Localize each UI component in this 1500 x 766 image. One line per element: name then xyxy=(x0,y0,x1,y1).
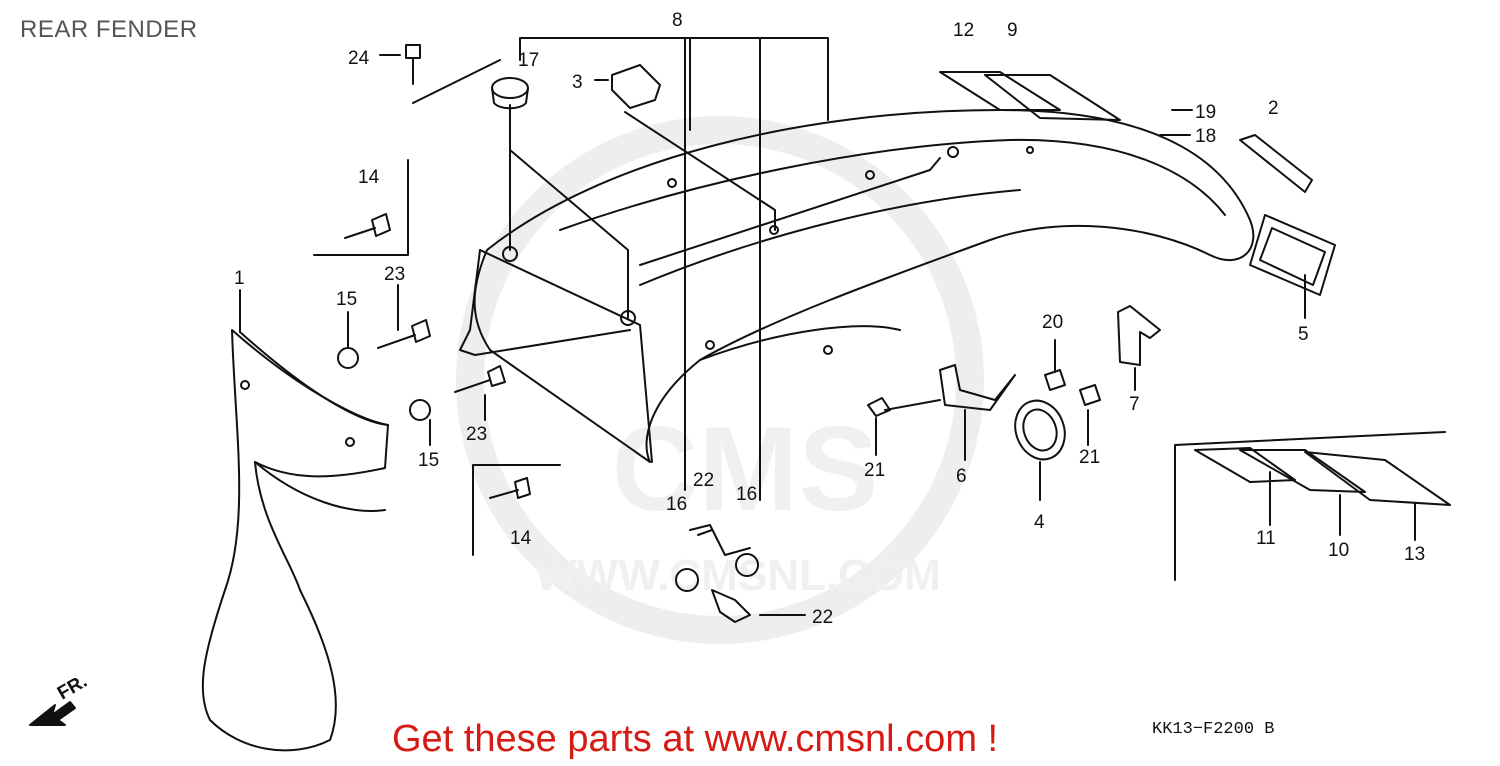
callout: 9 xyxy=(1007,20,1018,41)
callout: 20 xyxy=(1042,312,1063,333)
callout: 15 xyxy=(336,289,357,310)
callout: 23 xyxy=(384,264,405,285)
front-label: FR. xyxy=(54,671,91,704)
rubber-pad xyxy=(1249,214,1336,296)
callout: 16 xyxy=(736,484,757,505)
diagram-code: KK13−F2200 B xyxy=(1152,720,1275,739)
callout: 22 xyxy=(812,607,833,628)
callout: 3 xyxy=(572,72,583,93)
callout: 15 xyxy=(418,450,439,471)
grommet xyxy=(491,77,529,99)
callout: 7 xyxy=(1129,394,1140,415)
callout: 13 xyxy=(1404,544,1425,565)
callout: 4 xyxy=(1034,512,1045,533)
lower-stripes xyxy=(1194,447,1296,483)
callout: 21 xyxy=(864,460,885,481)
callout: 18 xyxy=(1195,126,1216,147)
callout-numbers: 1 2 3 4 5 6 7 8 9 10 11 12 13 14 14 15 1… xyxy=(54,10,1425,704)
callout: 22 xyxy=(693,470,714,491)
callout: 19 xyxy=(1195,102,1216,123)
callout: 17 xyxy=(518,50,539,71)
callout: 12 xyxy=(953,20,974,41)
reflector xyxy=(1014,399,1066,461)
callout: 21 xyxy=(1079,447,1100,468)
bracket xyxy=(1117,305,1161,366)
promo-banner[interactable]: Get these parts at www.cmsnl.com ! xyxy=(392,718,999,760)
front-arrow xyxy=(29,701,76,726)
reflector-stay xyxy=(939,364,1016,411)
diagram-title: REAR FENDER xyxy=(20,16,198,43)
callout: 2 xyxy=(1268,98,1279,119)
cmsnl-watermark-logo: CMS WWW.CMSNL.COM xyxy=(456,116,984,644)
callout: 16 xyxy=(666,494,687,515)
clip xyxy=(611,64,661,109)
mud-flap xyxy=(201,329,389,752)
svg-text:CMS: CMS xyxy=(612,402,879,536)
callout: 23 xyxy=(466,424,487,445)
callout: 14 xyxy=(358,167,380,188)
callout: 5 xyxy=(1298,324,1309,345)
callout: 24 xyxy=(348,48,370,69)
callout: 10 xyxy=(1328,540,1349,561)
stripe-decal xyxy=(939,71,1061,111)
callout: 6 xyxy=(956,466,967,487)
rear-fender xyxy=(473,109,1255,463)
reflector-strip xyxy=(1239,134,1313,193)
bolt xyxy=(405,44,421,85)
callout: 8 xyxy=(672,10,683,31)
callout: 1 xyxy=(234,268,245,289)
callout: 11 xyxy=(1256,528,1276,549)
callout: 14 xyxy=(510,528,532,549)
